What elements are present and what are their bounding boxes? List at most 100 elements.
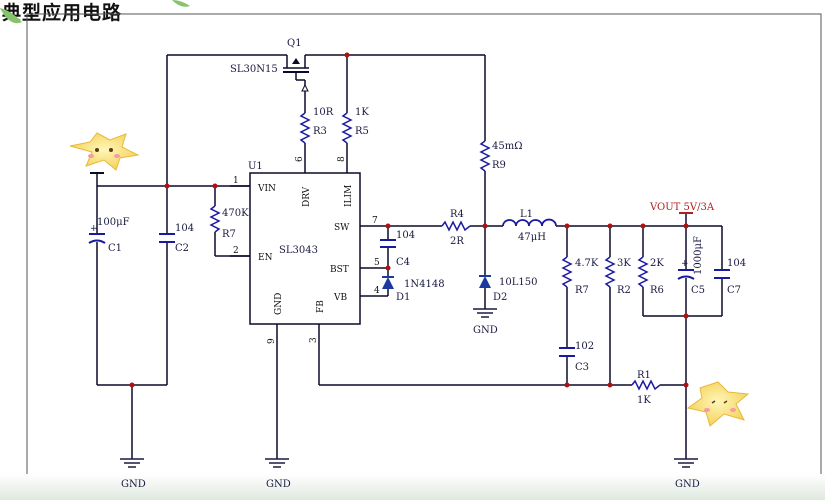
q1-ref-label: Q1 <box>287 38 302 49</box>
ground-symbols <box>120 308 698 468</box>
c5-value-label: 1000μF <box>693 236 704 275</box>
r9-value-label: 45mΩ <box>492 141 523 152</box>
ic-pins <box>230 185 250 257</box>
ground-label: GND <box>473 325 498 336</box>
r7-left-resistor <box>209 205 221 233</box>
ic-ref-label: U1 <box>248 161 263 172</box>
pin-number-bst: 5 <box>374 258 380 268</box>
d2-part-label: 10L150 <box>499 277 537 288</box>
c4-ref-label: C4 <box>396 257 410 268</box>
capacitors: + + <box>88 224 730 357</box>
pin-sw-label: SW <box>334 223 350 233</box>
l1-value-label: 47μH <box>518 232 546 243</box>
c3-value-label: 102 <box>575 341 594 352</box>
r7-right-ref-label: R7 <box>575 285 589 296</box>
c1-ref-label: C1 <box>108 243 122 254</box>
resistors <box>209 112 661 391</box>
l1-inductor <box>502 218 557 227</box>
r1-ref-label: R1 <box>637 370 651 381</box>
r1-resistor <box>631 379 661 391</box>
pin-vin-label: VIN <box>257 184 276 194</box>
c3-capacitor <box>559 347 575 357</box>
ground-icon <box>265 458 289 468</box>
r3-value-label: 10R <box>313 107 334 118</box>
r5-value-label: 1K <box>355 107 369 118</box>
r1-value-label: 1K <box>637 395 651 406</box>
pin-number-ilim: 8 <box>337 156 347 162</box>
pin-number-drv: 6 <box>295 156 305 162</box>
r6-resistor <box>637 256 649 288</box>
pin-ilim-label: ILIM <box>344 185 354 207</box>
l1-ref-label: L1 <box>520 209 533 220</box>
pin-number-en: 2 <box>233 246 239 256</box>
r4-resistor <box>441 220 471 232</box>
ic-body <box>249 172 361 325</box>
ground-icon <box>120 458 144 468</box>
c7-capacitor <box>714 269 730 279</box>
ground-label: GND <box>266 479 291 490</box>
c7-ref-label: C7 <box>727 285 741 296</box>
r3-resistor <box>299 112 311 144</box>
q1-part-label: SL30N15 <box>230 64 278 75</box>
q1-mosfet <box>279 54 313 92</box>
c4-capacitor <box>380 239 396 248</box>
footer-decoration <box>0 474 825 500</box>
c7-value-label: 104 <box>727 258 746 269</box>
c2-ref-label: C2 <box>175 243 189 254</box>
r9-resistor <box>479 140 491 172</box>
wires <box>96 54 723 459</box>
r2-resistor <box>604 256 616 288</box>
svg-text:+: + <box>681 259 689 269</box>
r5-resistor <box>341 112 353 144</box>
ground-icon <box>674 458 698 468</box>
c2-capacitor <box>159 233 175 243</box>
star-icon <box>69 132 140 171</box>
r7-left-ref-label: R7 <box>222 229 236 240</box>
r7-left-value-label: 470K <box>222 208 249 219</box>
c4-value-label: 104 <box>396 230 415 241</box>
c2-value-label: 104 <box>175 223 194 234</box>
r2-ref-label: R2 <box>617 285 631 296</box>
r4-value-label: 2R <box>450 236 464 247</box>
d1-diode <box>382 276 394 289</box>
r2-value-label: 3K <box>617 258 631 269</box>
ground-label: GND <box>675 479 700 490</box>
star-icon <box>686 381 750 427</box>
pin-vb-label: VB <box>333 293 347 303</box>
pin-drv-label: DRV <box>302 186 312 207</box>
ic-part-label: SL3043 <box>279 245 318 256</box>
pin-bst-label: BST <box>330 265 349 275</box>
d2-diode <box>479 275 491 288</box>
pin-number-fb: 3 <box>309 337 319 343</box>
r6-ref-label: R6 <box>650 285 664 296</box>
vout-label: VOUT 5V/3A <box>649 202 715 213</box>
junctions <box>129 52 689 388</box>
d2-ref-label: D2 <box>493 292 507 303</box>
r6-value-label: 2K <box>650 258 664 269</box>
r7-right-value-label: 4.7K <box>575 258 599 269</box>
page-title: 典型应用电路 <box>2 2 123 24</box>
c3-ref-label: C3 <box>575 362 589 373</box>
pin-gnd-label: GND <box>274 293 284 315</box>
r7-right-resistor <box>561 256 573 288</box>
c5-ref-label: C5 <box>691 285 705 296</box>
d1-ref-label: D1 <box>396 292 410 303</box>
r3-ref-label: R3 <box>313 126 327 137</box>
pin-number-gnd: 9 <box>267 338 277 344</box>
ground-icon <box>473 308 497 318</box>
leaf-icon <box>0 8 22 24</box>
c1-capacitor: + <box>88 224 106 244</box>
r4-ref-label: R4 <box>450 209 464 220</box>
pin-fb-label: FB <box>316 300 326 313</box>
pin-number-sw: 7 <box>372 216 378 226</box>
r5-ref-label: R5 <box>355 126 369 137</box>
leaf-icon <box>172 0 190 7</box>
c5-capacitor: + <box>677 259 695 280</box>
ground-label: GND <box>121 479 146 490</box>
svg-text:+: + <box>90 224 98 234</box>
d1-part-label: 1N4148 <box>404 279 445 290</box>
r9-ref-label: R9 <box>492 160 506 171</box>
c1-value-label: 100μF <box>97 217 130 228</box>
pin-number-vin: 1 <box>233 176 239 186</box>
